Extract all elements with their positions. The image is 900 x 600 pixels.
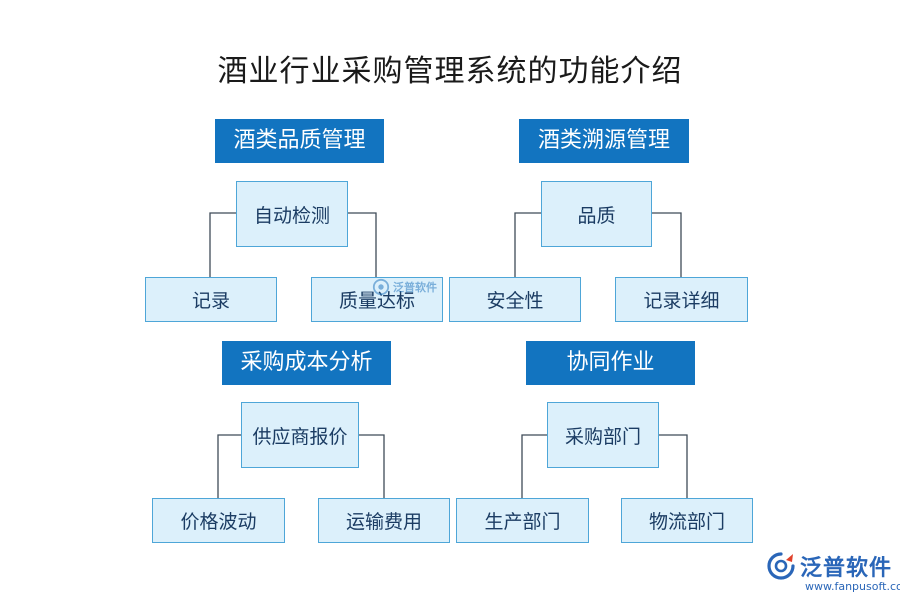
watermark: 泛普软件	[372, 278, 437, 296]
node-price-fluctuation: 价格波动	[152, 498, 285, 543]
connector-group-1	[209, 212, 377, 277]
node-production-dept: 生产部门	[456, 498, 589, 543]
connector-group-2	[514, 212, 682, 277]
node-supplier-quote: 供应商报价	[241, 402, 359, 468]
node-auto-detect: 自动检测	[236, 181, 348, 247]
node-transport-cost: 运输费用	[318, 498, 450, 543]
connector-group-4	[521, 434, 688, 498]
node-safety: 安全性	[449, 277, 581, 322]
watermark-text: 泛普软件	[393, 281, 437, 294]
heading-traceability-management: 酒类溯源管理	[519, 119, 689, 163]
page-title: 酒业行业采购管理系统的功能介绍	[217, 54, 683, 89]
node-detailed-record: 记录详细	[615, 277, 748, 322]
heading-collaboration: 协同作业	[526, 341, 695, 385]
connector-group-3	[217, 434, 385, 498]
node-quality-standard: 质量达标	[311, 277, 443, 322]
brand-url[interactable]: www.fanpusoft.com	[805, 580, 900, 593]
brand-logo-icon	[767, 552, 795, 580]
brand-logo[interactable]: 泛普软件	[766, 550, 892, 582]
node-record: 记录	[145, 277, 277, 322]
node-quality: 品质	[541, 181, 652, 247]
node-purchasing-dept: 采购部门	[547, 402, 659, 468]
watermark-logo-icon	[372, 278, 390, 296]
brand-name: 泛普软件	[800, 556, 893, 581]
node-logistics-dept: 物流部门	[621, 498, 753, 543]
heading-cost-analysis: 采购成本分析	[222, 341, 391, 385]
heading-quality-management: 酒类品质管理	[215, 119, 384, 163]
